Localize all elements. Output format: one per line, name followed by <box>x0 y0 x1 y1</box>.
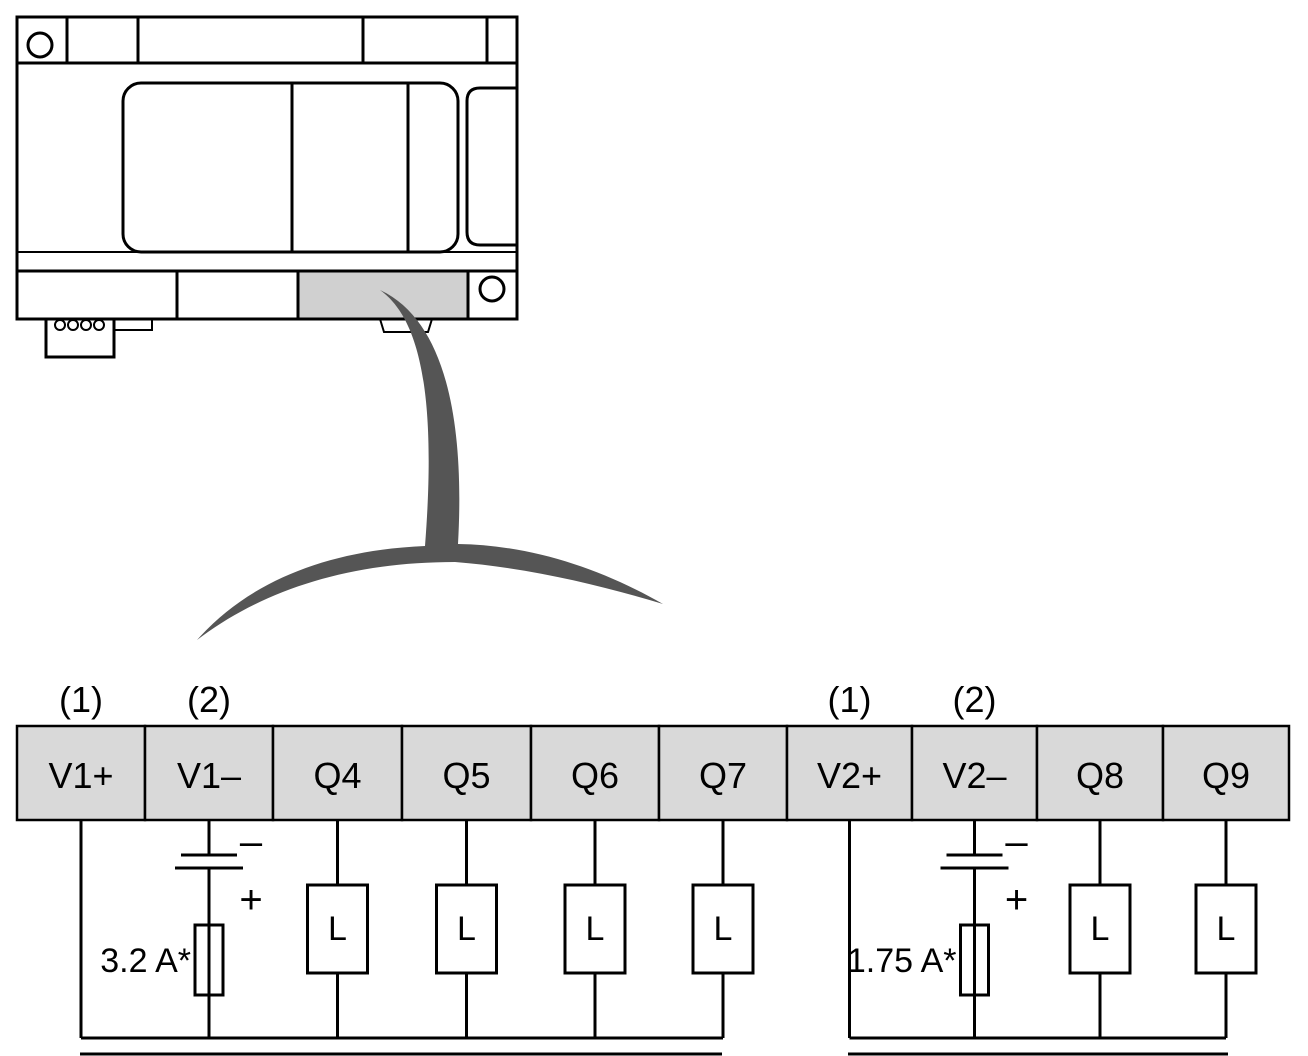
load-label: L <box>457 910 476 948</box>
load-label: L <box>1091 910 1110 948</box>
terminal-q9 <box>1161 724 1291 822</box>
terminal-label: Q4 <box>313 755 361 796</box>
load-label: L <box>714 910 733 948</box>
terminal-label: Q9 <box>1202 755 1250 796</box>
load-label: L <box>1217 910 1236 948</box>
terminal-label: V2– <box>942 755 1006 796</box>
note-label: (1) <box>59 679 103 720</box>
polarity-minus: – <box>240 820 263 864</box>
polarity-plus: + <box>1005 878 1028 922</box>
fuse-rating-label: 1.75 A* <box>847 942 957 980</box>
terminal-label: V2+ <box>817 755 882 796</box>
device-side-cover <box>465 86 517 247</box>
note-label: (1) <box>828 679 872 720</box>
terminal-label: V1– <box>177 755 241 796</box>
controller-device <box>15 15 519 359</box>
fuse-rating-label: 3.2 A* <box>100 942 191 980</box>
load-icon <box>1068 883 1132 975</box>
terminal-q7 <box>657 724 789 822</box>
load-icon <box>691 883 755 975</box>
terminal-label: Q7 <box>699 755 747 796</box>
zoom-callout-icon <box>197 290 663 640</box>
terminal-v2-plus <box>785 724 914 822</box>
terminal-label: Q5 <box>442 755 490 796</box>
terminal-group-2: V2+ V2– Q8 Q9 (1) (2) – +1.75 A* L L <box>785 679 1291 1056</box>
load-icon <box>1194 883 1258 975</box>
device-outline <box>15 15 519 321</box>
wiring-groups: V1+ V1– Q4 Q5 Q6 Q7 (1) (2) – +3.2 A* L L L L V2+ V2– Q8… <box>15 679 1291 1056</box>
connector-plug <box>44 317 116 359</box>
terminal-group-1: V1+ V1– Q4 Q5 Q6 Q7 (1) (2) – +3.2 A* L L L L <box>15 679 789 1056</box>
note-label: (2) <box>953 679 997 720</box>
screw-bottom-right-icon <box>478 275 506 303</box>
terminal-label: V1+ <box>48 755 113 796</box>
polarity-plus: + <box>239 878 262 922</box>
terminal-label: Q8 <box>1076 755 1124 796</box>
terminal-label: Q6 <box>571 755 619 796</box>
load-label: L <box>328 910 347 948</box>
polarity-minus: – <box>1005 820 1028 864</box>
highlighted-terminal-block <box>296 269 470 321</box>
terminal-q4 <box>271 724 404 822</box>
note-label: (2) <box>187 679 231 720</box>
load-label: L <box>586 910 605 948</box>
screw-top-left-icon <box>26 31 54 59</box>
